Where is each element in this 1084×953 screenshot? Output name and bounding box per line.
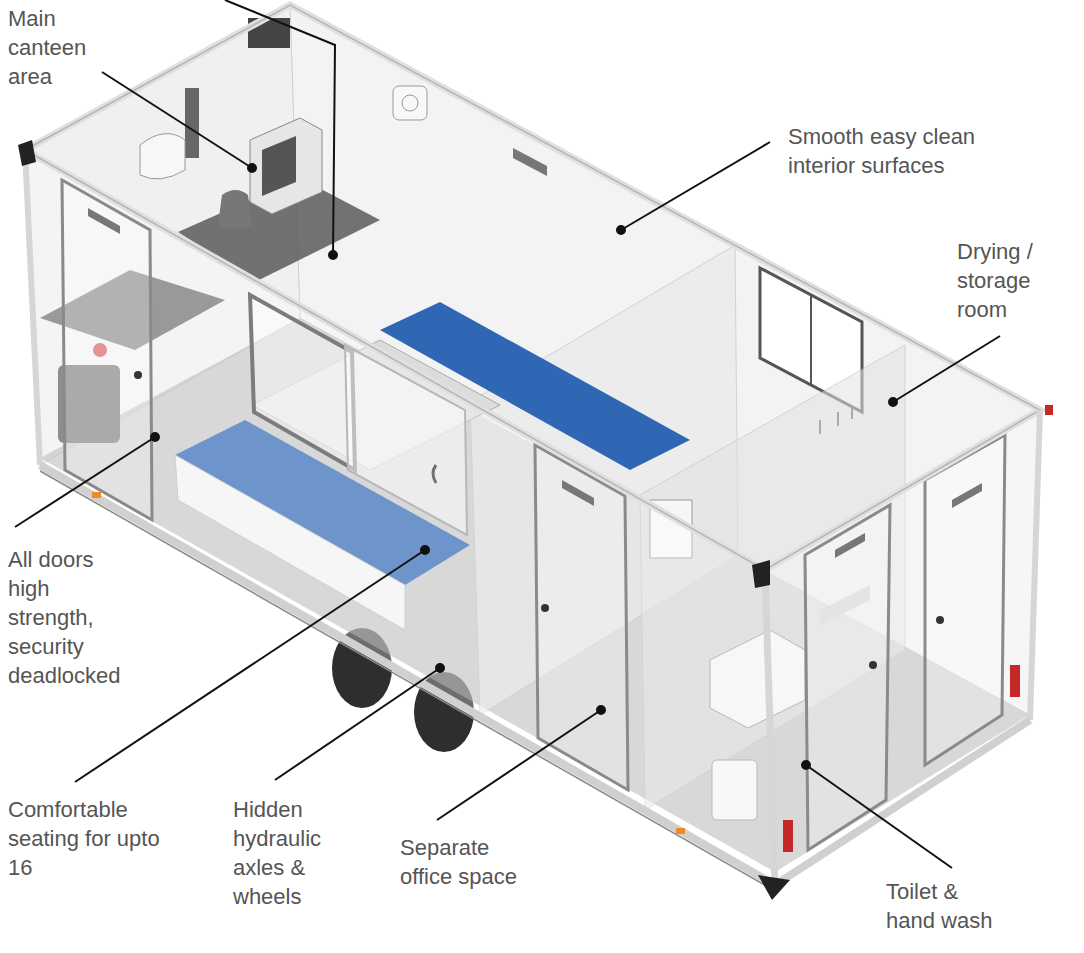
- door: [925, 435, 1005, 765]
- door: [535, 445, 628, 790]
- leader-dot: [329, 251, 337, 259]
- callout-label: Hidden hydraulic axles & wheels: [233, 795, 341, 911]
- callout-label: Drying / storage room: [957, 237, 1061, 324]
- leader-line: [102, 72, 252, 168]
- callout-label: Main canteen area: [8, 4, 126, 91]
- callout-label: Separate office space: [400, 833, 542, 891]
- leader-line: [15, 437, 155, 527]
- door: [805, 505, 890, 850]
- kettle: [218, 190, 252, 229]
- chassis-rail: [775, 720, 1030, 885]
- heater: [402, 95, 418, 111]
- callout-label: Toilet & hand wash: [886, 877, 1000, 935]
- microwave: [250, 118, 322, 214]
- leader-dot: [617, 226, 625, 234]
- callout-label: All doors high strength, security deadlo…: [8, 545, 128, 690]
- end-wall: [765, 410, 1040, 885]
- leader-line: [893, 336, 1000, 402]
- door-lock: [936, 616, 944, 624]
- chassis-rail: [40, 465, 775, 885]
- corner-post: [765, 570, 775, 885]
- marker-light: [1045, 405, 1053, 415]
- leader-dot: [889, 398, 897, 406]
- window-frame: [810, 295, 812, 385]
- marker-light: [92, 492, 101, 498]
- door-lock: [134, 371, 142, 379]
- leader-dot: [421, 546, 429, 554]
- corner-post: [1030, 410, 1040, 720]
- leader-line: [621, 142, 770, 230]
- corner-cap: [18, 140, 36, 166]
- corner-cap: [758, 875, 790, 900]
- tail-light: [783, 820, 793, 852]
- leader-dot: [436, 664, 444, 672]
- leader-line: [437, 710, 601, 820]
- roof-frame: [25, 5, 1040, 570]
- microwave-door: [262, 136, 296, 196]
- leader-dot: [151, 433, 159, 441]
- leader-dot: [248, 164, 256, 172]
- corner-post: [25, 150, 40, 465]
- marker-light: [676, 828, 685, 834]
- door-vent: [835, 533, 865, 558]
- front-wall: [25, 150, 775, 885]
- door-vent: [952, 483, 982, 508]
- roof-frame: [25, 5, 1040, 570]
- door-vent: [562, 480, 594, 506]
- door-lock: [541, 604, 549, 612]
- heater: [393, 86, 427, 120]
- callout-label: Smooth easy clean interior surfaces: [788, 122, 1018, 180]
- door-lock: [869, 661, 877, 669]
- leader-line: [806, 765, 952, 868]
- leader-dot: [802, 761, 810, 769]
- door-vent: [88, 208, 120, 234]
- leader-line: [275, 668, 440, 780]
- leader-line: [75, 550, 425, 782]
- callout-label: Comfortable seating for upto 16: [8, 795, 160, 882]
- leader-dot: [597, 706, 605, 714]
- corner-cap: [752, 560, 770, 588]
- flue-pipe: [185, 88, 199, 158]
- leader-line: [225, 0, 335, 255]
- tail-light: [1010, 665, 1020, 697]
- hand-dryer: [140, 134, 185, 179]
- vent: [513, 148, 547, 176]
